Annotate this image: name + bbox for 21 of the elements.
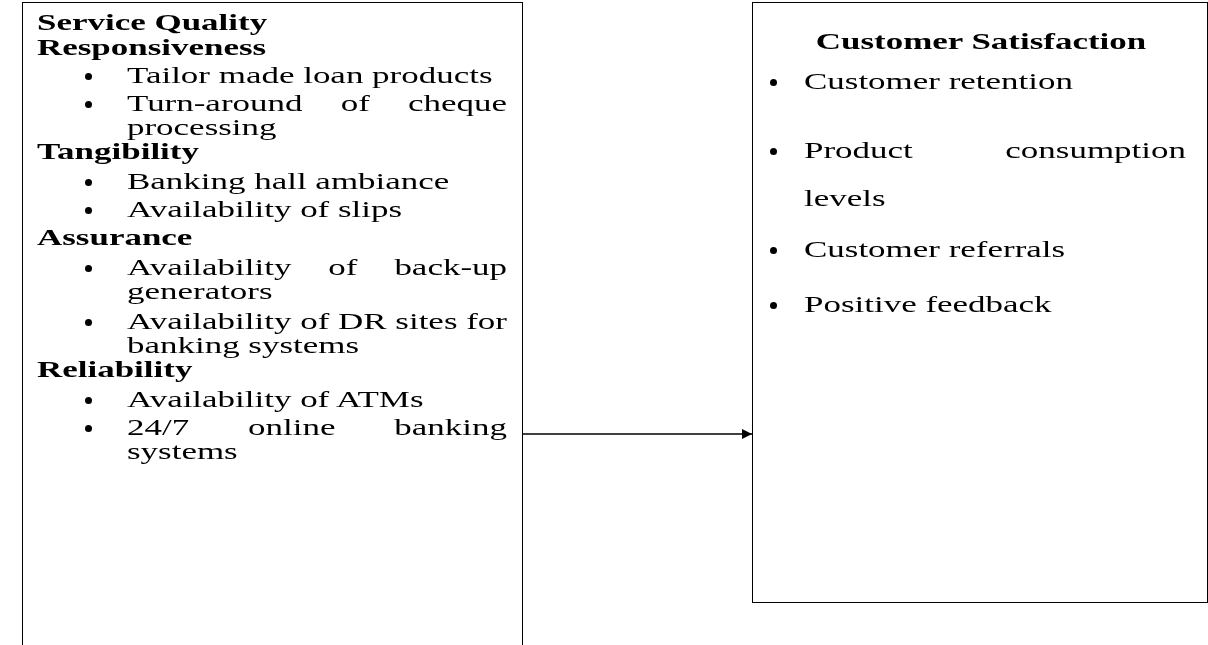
concept-box — [752, 2, 1208, 603]
list-item: Availability of slips — [127, 198, 404, 222]
list-item: Turn-around of cheque processing — [127, 92, 507, 140]
section-heading: Assurance — [37, 226, 194, 250]
list-item: Product consumption levels — [804, 137, 1186, 213]
box-title: Customer Satisfaction — [814, 30, 1148, 54]
list-item: 24/7 online banking systems — [127, 416, 507, 464]
section-heading: Tangibility — [37, 140, 199, 164]
section-heading: Reliability — [37, 358, 193, 382]
arrow — [522, 429, 753, 439]
list-item: Availability of back-up generators — [127, 256, 507, 304]
list-item: Availability of ATMs — [127, 388, 425, 412]
list-item: Positive feedback — [804, 293, 1053, 317]
list-item: Banking hall ambiance — [127, 170, 451, 194]
list-item: Customer referrals — [804, 238, 1067, 262]
section-heading: Service Quality — [37, 11, 269, 35]
list-item: Customer retention — [804, 70, 1074, 94]
section-heading: Responsiveness — [37, 36, 268, 60]
concept-box — [22, 2, 523, 645]
list-item: Tailor made loan products — [127, 64, 494, 88]
list-item: Availability of DR sites for banking systems — [127, 310, 507, 358]
